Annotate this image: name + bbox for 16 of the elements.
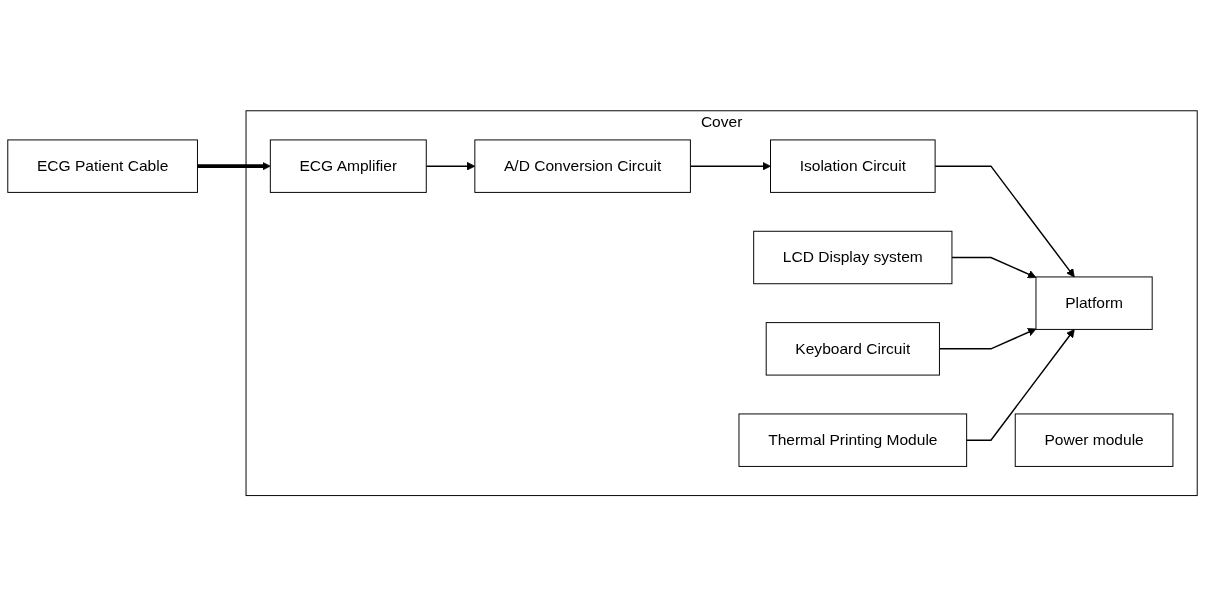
- arrow: [425, 161, 476, 171]
- arrow: [965, 328, 1075, 441]
- node-box: ECG Patient Cable: [7, 139, 198, 193]
- node-box: ECG Amplifier: [269, 139, 427, 193]
- node-box: LCD Display system: [753, 230, 953, 285]
- node-box: Isolation Circuit: [770, 139, 936, 193]
- node-box: Platform: [1035, 276, 1153, 330]
- node-box: Keyboard Circuit: [765, 321, 940, 376]
- node-box: Thermal Printing Module: [738, 413, 968, 467]
- arrow: [197, 161, 271, 171]
- node-box: Power module: [1014, 413, 1174, 467]
- arrow: [938, 327, 1037, 350]
- arrow: [951, 256, 1037, 279]
- arrow: [934, 165, 1075, 278]
- arrow: [689, 161, 771, 171]
- node-box: A/D Conversion Circuit: [474, 139, 691, 193]
